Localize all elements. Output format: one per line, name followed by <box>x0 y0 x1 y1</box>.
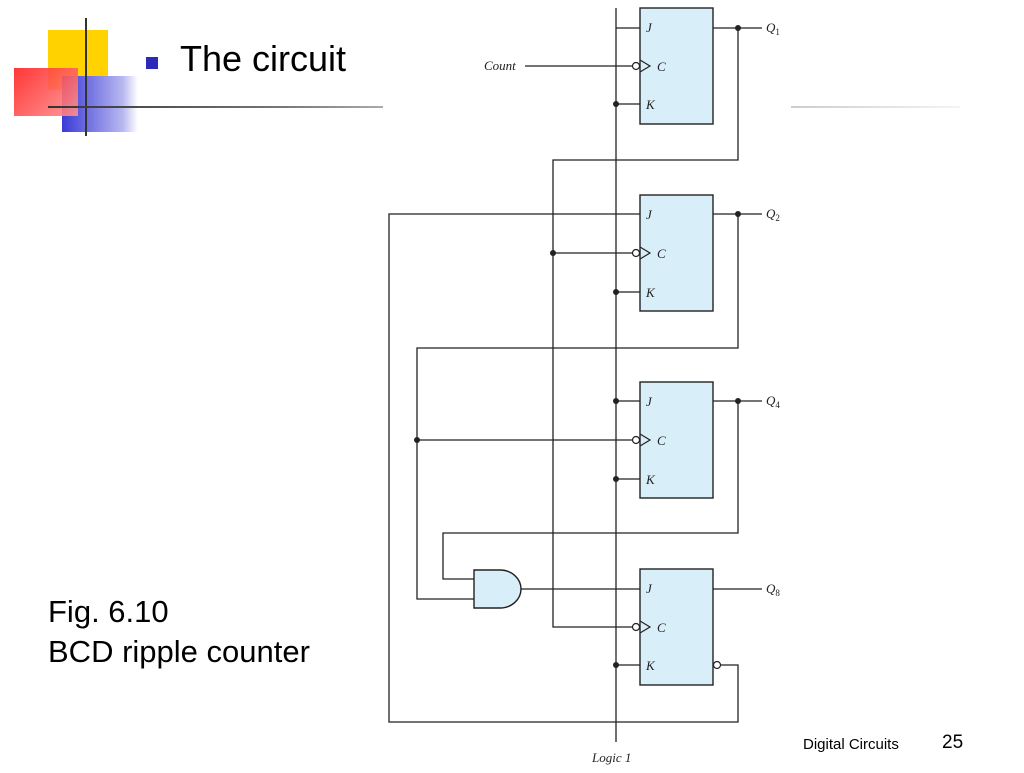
q4-letter: Q <box>766 393 776 408</box>
logic1-label: Logic 1 <box>591 750 631 765</box>
decor-vertical-line <box>85 18 87 136</box>
ff2-pin-j: J <box>646 207 653 222</box>
ff3-clock-bubble <box>631 435 641 445</box>
ff2-clock-bubble <box>631 248 641 258</box>
flipflop-1 <box>639 7 714 125</box>
ff2-pin-c: C <box>657 246 666 261</box>
ff3-clock-triangle <box>639 433 652 447</box>
flipflop-3 <box>639 381 714 499</box>
flipflop-2 <box>639 194 714 312</box>
circuit-diagram: J C K J C K J C K J C K Q1 Q2 Q4 Q8 Coun… <box>383 0 791 768</box>
q2-subscript: 2 <box>775 213 780 223</box>
ff4-pin-j: J <box>646 581 653 596</box>
bullet-square <box>146 57 158 69</box>
ff4-clock-bubble <box>631 622 641 632</box>
junction-dot <box>613 101 619 107</box>
slide-title: The circuit <box>180 38 347 79</box>
decor-red-square <box>14 68 78 116</box>
decor-horizontal-line-right <box>790 106 960 108</box>
ff3-pin-j: J <box>646 394 653 409</box>
flipflop-4 <box>639 568 714 686</box>
q2-feedback-wire <box>416 214 739 600</box>
decor-horizontal-line <box>48 106 383 108</box>
junction-dot <box>613 476 619 482</box>
figure-caption: Fig. 6.10 BCD ripple counter <box>48 592 310 672</box>
ff1-pin-j: J <box>646 20 653 35</box>
junction-dot <box>735 398 741 404</box>
ff4-pin-c: C <box>657 620 666 635</box>
q1-letter: Q <box>766 20 776 35</box>
q1-subscript: 1 <box>775 27 780 37</box>
q2-letter: Q <box>766 206 776 221</box>
ff1-pin-c: C <box>657 59 666 74</box>
q1-feedback-wire <box>552 28 739 628</box>
and-gate <box>473 569 522 609</box>
junction-dot <box>550 250 556 256</box>
junction-dot <box>613 289 619 295</box>
ff1-clock-triangle <box>639 59 652 73</box>
output-label-q4: Q4 <box>766 393 780 410</box>
junction-dot <box>735 211 741 217</box>
junction-dot <box>414 437 420 443</box>
q4-feedback-wire <box>442 401 739 580</box>
output-label-q8: Q8 <box>766 581 780 598</box>
ff4-clock-triangle <box>639 620 652 634</box>
ff2-pin-k: K <box>645 285 656 300</box>
junction-dot <box>735 25 741 31</box>
ff4-pin-k: K <box>645 658 656 673</box>
q8-letter: Q <box>766 581 776 596</box>
circuit-svg: J C K J C K J C K J C K Q1 Q2 Q4 Q8 Coun… <box>388 7 780 765</box>
ff3-pin-c: C <box>657 433 666 448</box>
ff1-pin-k: K <box>645 97 656 112</box>
count-input-label: Count <box>484 58 516 73</box>
q8-subscript: 8 <box>775 588 780 598</box>
caption-figure-number: Fig. 6.10 <box>48 594 169 629</box>
output-label-q1: Q1 <box>766 20 780 37</box>
ff4-qbar-bubble <box>712 660 722 670</box>
output-label-q2: Q2 <box>766 206 780 223</box>
ff1-clock-bubble <box>631 61 641 71</box>
junction-dot <box>613 662 619 668</box>
junction-dot <box>613 398 619 404</box>
ff2-clock-triangle <box>639 246 652 260</box>
ff3-pin-k: K <box>645 472 656 487</box>
q8-bar-feedback-wire <box>388 213 739 723</box>
q4-subscript: 4 <box>775 400 780 410</box>
caption-figure-title: BCD ripple counter <box>48 634 310 669</box>
footer-course-name: Digital Circuits <box>803 736 899 753</box>
page-number: 25 <box>942 732 964 753</box>
